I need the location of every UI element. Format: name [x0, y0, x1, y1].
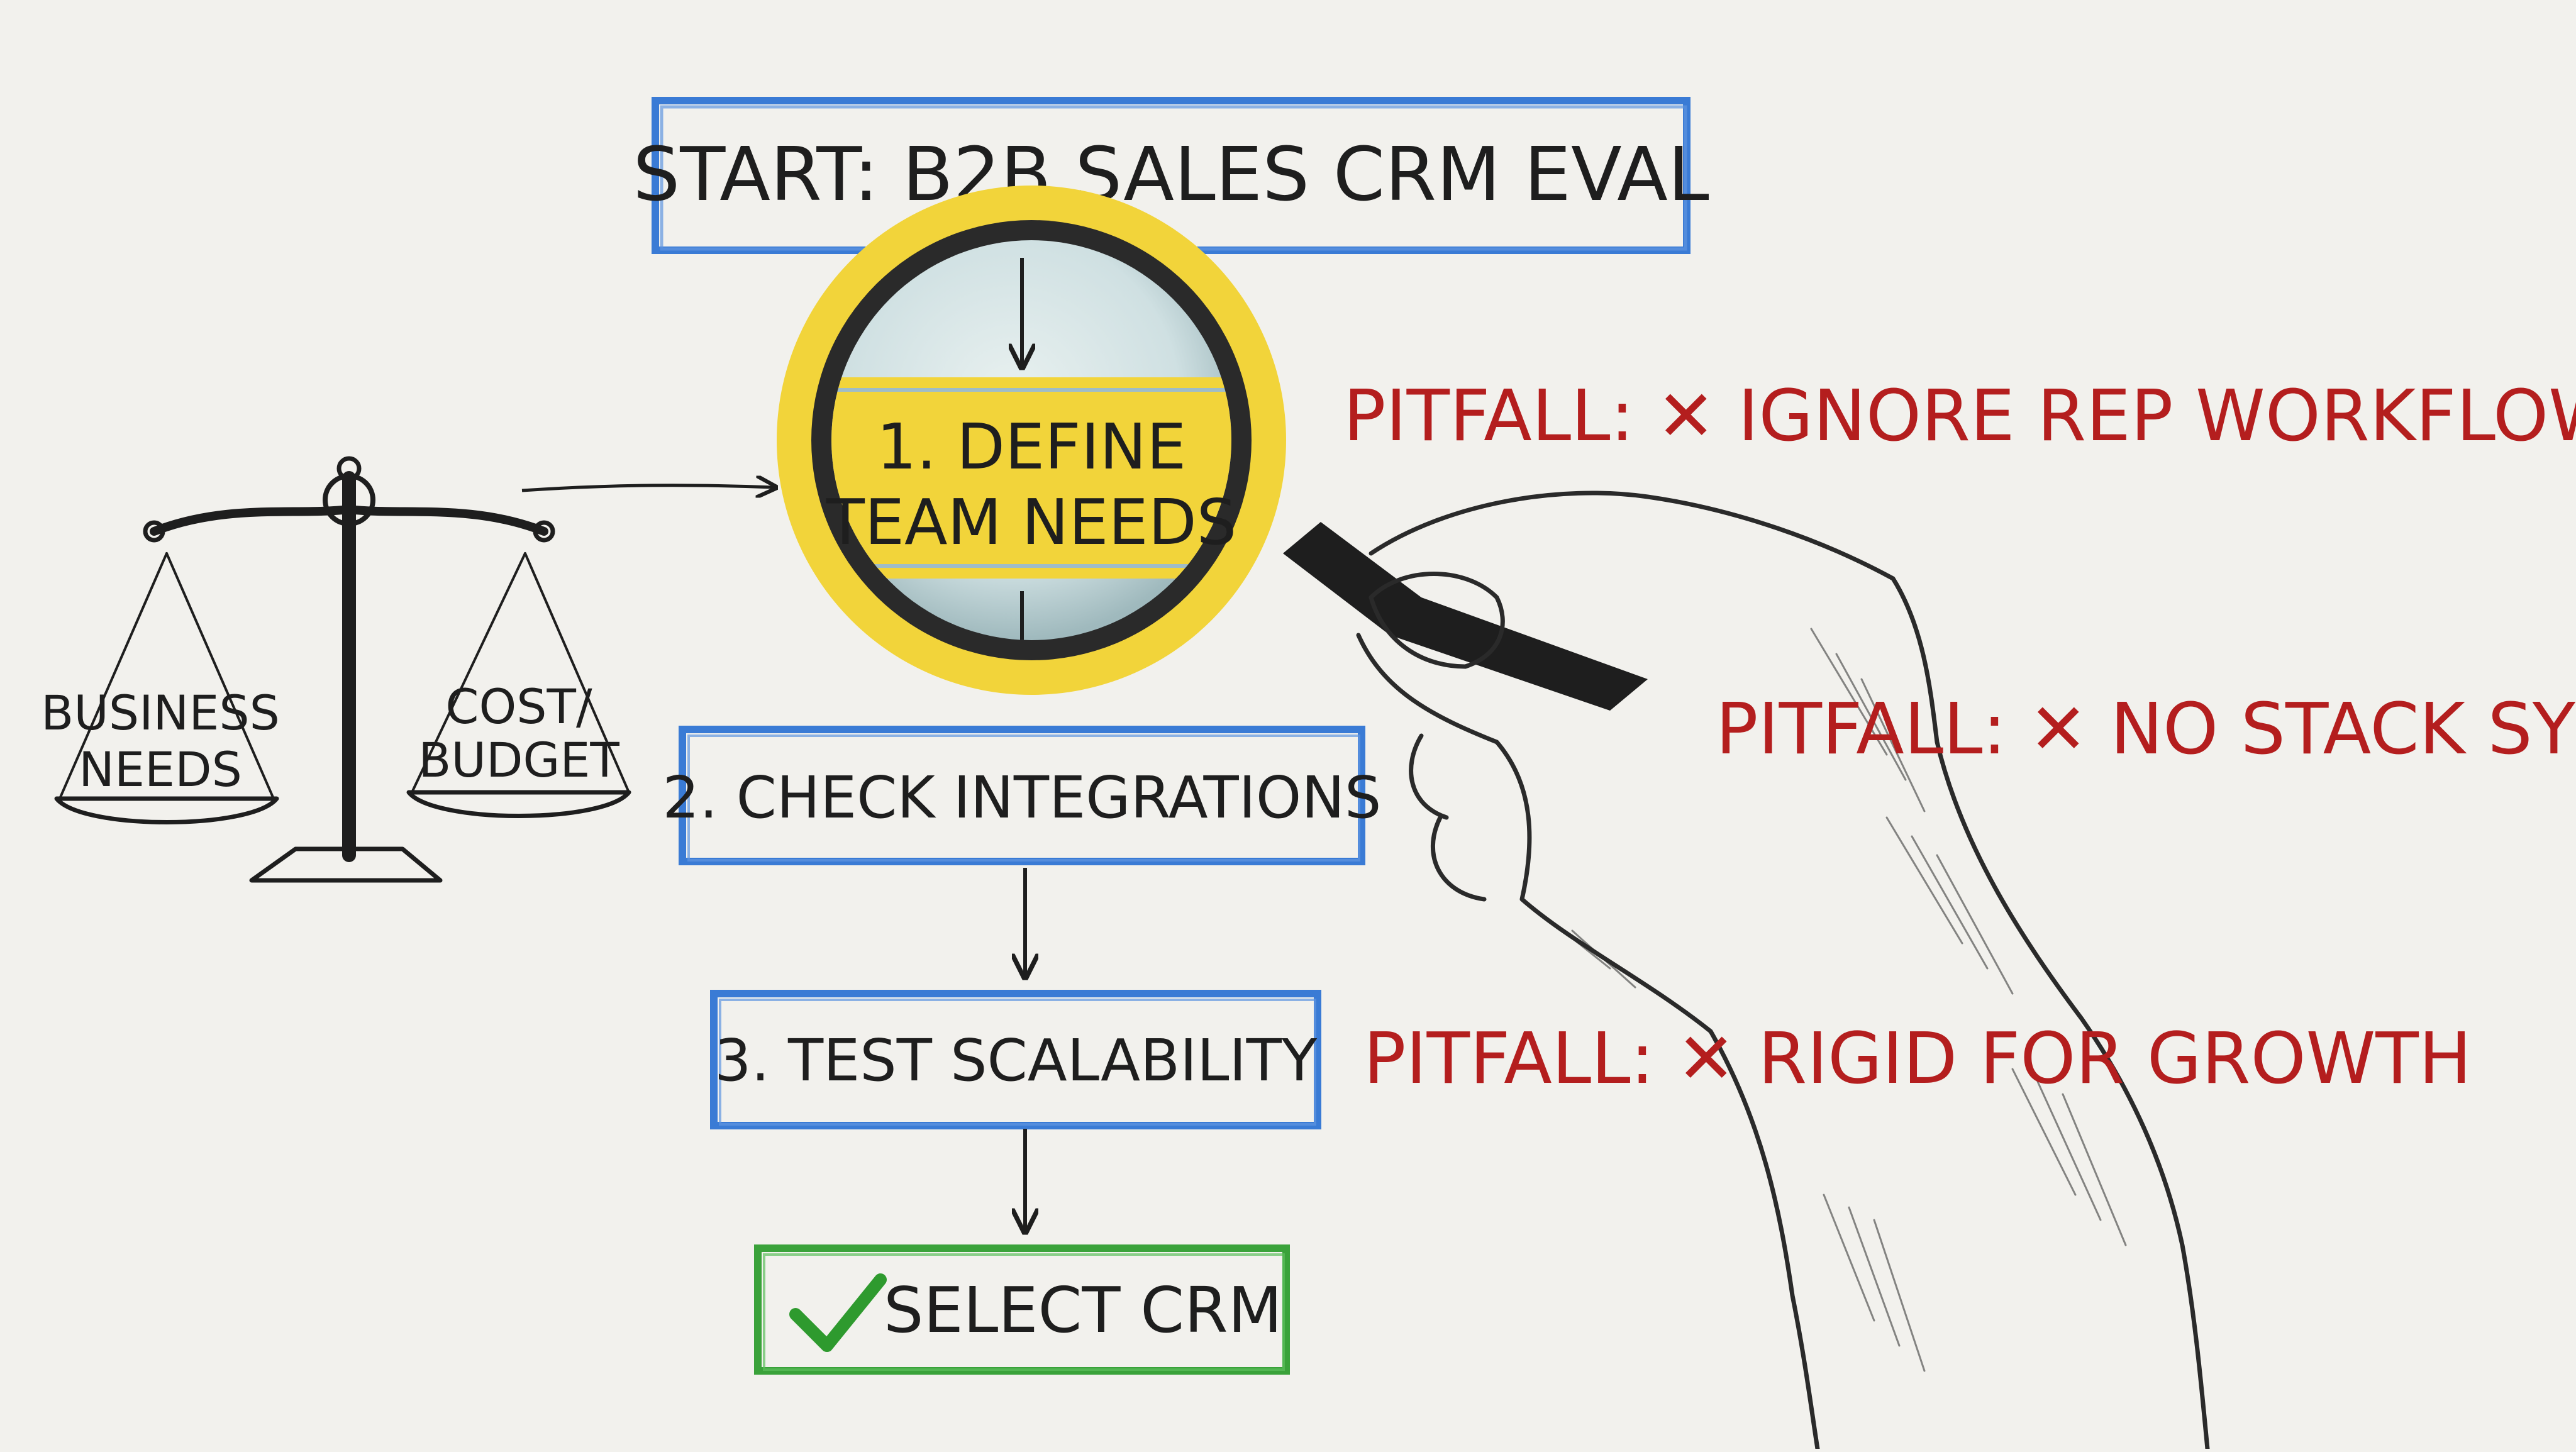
hand-finger-2: [1430, 815, 1487, 902]
scale-top-knob: [336, 456, 362, 481]
scale-left-pan: [54, 796, 279, 824]
step1-highlight-band: [831, 377, 1231, 579]
step1-label-line2: TEAM NEEDS: [826, 485, 1236, 559]
select-crm-label: SELECT CRM: [884, 1273, 1282, 1347]
hand-shading: [1546, 628, 2127, 1372]
select-crm-box: SELECT CRM: [754, 1244, 1290, 1375]
scale-base: [249, 846, 443, 883]
magnifier-handle: [1283, 522, 1648, 711]
scale-left-label-line2: NEEDS: [79, 741, 242, 797]
scale-right-label-line2: BUDGET: [418, 732, 619, 788]
arrow-right-icon: [521, 485, 774, 490]
scale-pivot: [323, 474, 375, 526]
magnifying-glass-icon: 1. DEFINE TEAM NEEDS: [777, 186, 1648, 711]
step1-label-line1: 1. DEFINE: [877, 410, 1186, 484]
scale-beam: [150, 505, 548, 536]
hand-outline-bottom: [1356, 633, 1820, 1451]
step2-box: 2. CHECK INTEGRATIONS: [663, 726, 1382, 865]
pitfall-no-stack-sync: PITFALL: ✕ NO STACK SYNC: [1716, 689, 2576, 770]
step3-label: 3. TEST SCALABILITY: [714, 1027, 1318, 1094]
check-icon: [789, 1273, 887, 1352]
step2-label: 2. CHECK INTEGRATIONS: [663, 764, 1382, 831]
balance-scale-icon: [54, 456, 631, 883]
hand-thumb: [1368, 572, 1505, 669]
step3-box: 3. TEST SCALABILITY: [710, 990, 1321, 1129]
scale-right-label-line1: COST/: [445, 679, 592, 734]
start-box-label: START: B2B SALES CRM EVAL: [633, 131, 1709, 218]
pitfall-ignore-rep-workflow: PITFALL: ✕ IGNORE REP WORKFLOW: [1343, 375, 2576, 457]
hand-illustration: [1356, 490, 2210, 1451]
scale-left-label-line1: BUSINESS: [41, 685, 280, 741]
hand-finger-1: [1409, 733, 1449, 820]
hand-outline-top: [1368, 490, 2210, 1451]
scale-right-pan: [406, 790, 631, 818]
pitfall-rigid-for-growth: PITFALL: ✕ RIGID FOR GROWTH: [1363, 1018, 2472, 1100]
